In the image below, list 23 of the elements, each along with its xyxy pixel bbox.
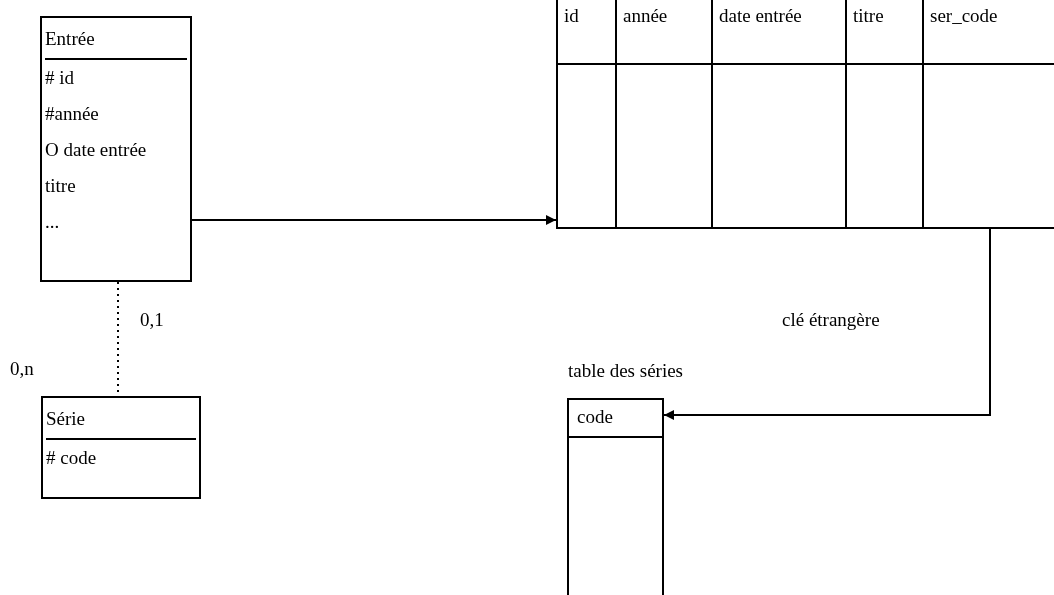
arrow [191,215,557,225]
attribute-text: ... [45,210,61,234]
cardinality-label: 0,n [10,358,34,379]
attribute-text: # id [45,66,76,90]
attribute-text: # code [46,446,98,470]
column-header: année [623,5,668,26]
column-header: date entrée [719,5,802,26]
attribute-text: O date entrée [45,138,148,162]
column-header: titre [853,5,884,26]
column-header: ser_code [930,5,998,26]
entity-name: Série [46,408,86,429]
relational-table [556,0,1054,229]
cardinality-label: 0,1 [140,309,164,330]
table-caption: table des séries [568,360,683,381]
relational-table [567,398,664,595]
column-header: code [577,406,613,427]
attribute-text: titre [45,174,77,198]
entity-box [41,396,201,499]
column-header: id [564,5,579,26]
entity-name: Entrée [45,28,95,49]
attribute-text: #année [45,102,100,126]
arrow [663,228,991,420]
entity-box [40,16,192,282]
